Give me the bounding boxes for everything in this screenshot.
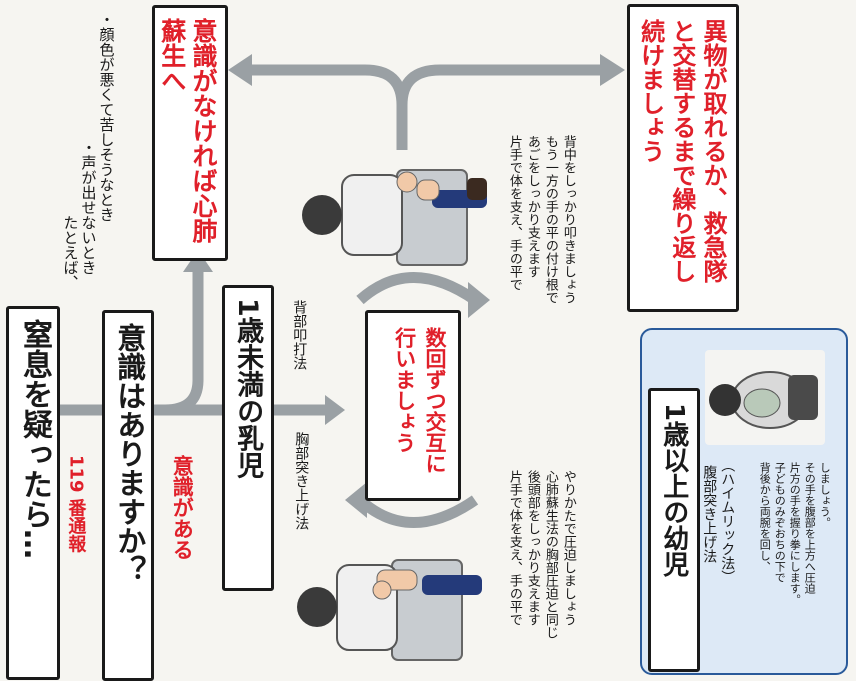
chest-thrust-desc4: やりかたで圧迫しましょう [560, 470, 576, 626]
examples-item2: ・顔色が悪くて苦しそうなとき [97, 12, 116, 222]
start-title: 窒息を疑ったら… [17, 319, 52, 559]
examples-item1: ・声が出せないとき [79, 140, 98, 275]
arrowhead-cycle-bottom [345, 482, 367, 518]
chest-thrust-illustration [297, 559, 482, 661]
child-desc2: 子どものみぞおちの下で [773, 462, 787, 583]
chest-thrust-desc1: 片手で体を支え、手の平で [506, 470, 522, 626]
arrowhead-repeat [600, 54, 625, 86]
child-method: 腹部突き上げ法 [701, 465, 718, 563]
repeat-box: 異物が取れるか、救急隊と交替するまで繰り返し続けましょう [627, 4, 739, 312]
child-desc1: 背後から両腕を回し、 [758, 462, 772, 572]
arrowhead-cycle-top [468, 282, 490, 318]
unconscious-box: 意識がなければ心肺蘇生へ [152, 5, 228, 261]
question-text: 意識はありますか？ [112, 323, 147, 584]
back-blow-desc1: 片手で体を支え、手の平で [506, 135, 522, 291]
examples-intro: たとえば、 [61, 215, 80, 290]
child-desc5: しましょう。 [818, 462, 832, 528]
child-title: 1歳以上の幼児 [658, 403, 689, 578]
conscious-label: 意識がある [170, 455, 195, 560]
cycle-arc-bottom [356, 495, 479, 528]
back-blow-desc2: あごをしっかり支えます [524, 135, 540, 278]
arrow-to-cpr [250, 64, 408, 106]
child-title-box: 1歳以上の幼児 [648, 388, 700, 672]
child-desc4: その手を腹部を上方へ圧迫 [803, 462, 817, 594]
arrowhead-up [183, 250, 213, 272]
unconscious-text: 意識がなければ心肺蘇生へ [157, 18, 218, 243]
back-blow-desc3: もう一方の手の平の付け根で [542, 135, 558, 304]
arrowhead-cpr [228, 54, 252, 86]
chest-thrust-desc2: 後頭部をしっかり支えます [524, 470, 540, 626]
child-desc3: 片方の手を握り拳にします。 [788, 462, 802, 605]
cycle-arc-top [356, 272, 479, 305]
arrow-branch-up [164, 270, 204, 416]
back-blow-name: 背部叩打法 [291, 300, 308, 370]
infant-title: 1歳未満の乳児 [232, 298, 264, 479]
back-blow-desc4: 背中をしっかり叩きましょう [560, 135, 576, 304]
start-box: 窒息を疑ったら… [6, 306, 60, 680]
arrowhead-main [325, 395, 345, 425]
infant-box: 1歳未満の乳児 [222, 285, 274, 591]
alternate-text: 数回ずつ交互に行いましょう [392, 327, 447, 474]
child-illustration [705, 350, 825, 445]
question-box: 意識はありますか？ [102, 310, 154, 681]
repeat-text: 異物が取れるか、救急隊と交替するまで繰り返し続けましょう [636, 19, 727, 283]
child-method-sub: （ハイムリック法） [719, 458, 736, 584]
call-119: 119 番通報 [65, 455, 87, 553]
chest-thrust-name: 胸部突き上げ法 [293, 432, 310, 530]
chest-thrust-desc3: 心肺蘇生法の胸部圧迫と同じ [542, 470, 558, 639]
back-blow-illustration [302, 169, 487, 266]
alternate-box: 数回ずつ交互に行いましょう [365, 310, 461, 501]
